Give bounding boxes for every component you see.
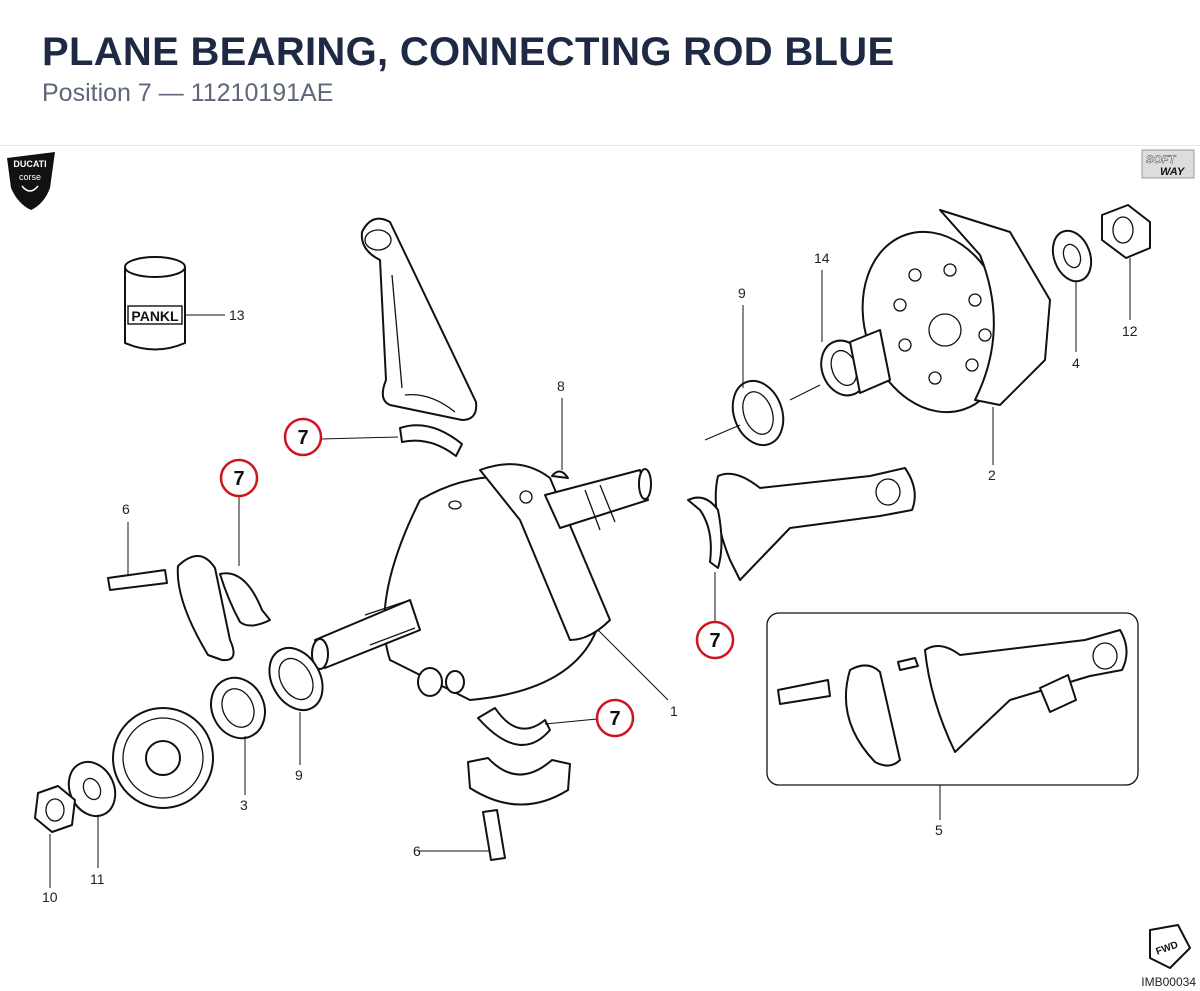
page-header: PLANE BEARING, CONNECTING ROD BLUE Posit… xyxy=(0,0,1200,146)
upper-connecting-rod xyxy=(360,217,478,421)
pos7-callout-b: 7 xyxy=(219,458,259,498)
logo-text-ducati: DUCATI xyxy=(13,159,46,169)
label-6a: 6 xyxy=(122,501,130,517)
part-8-key xyxy=(551,470,569,479)
svg-text:7: 7 xyxy=(233,468,244,490)
left-shaft-parts xyxy=(34,647,324,833)
pos7-callout-c: 7 xyxy=(695,620,735,660)
image-code: IMB00034 xyxy=(1141,975,1196,989)
left-bearing-cap xyxy=(107,555,271,662)
label-6b: 6 xyxy=(413,843,421,859)
lower-bearing-shell xyxy=(477,707,551,746)
logo-text-corse: corse xyxy=(19,172,41,182)
part-9-seal-right xyxy=(704,379,821,447)
right-connecting-rod xyxy=(714,467,916,581)
label-8: 8 xyxy=(557,378,565,394)
label-10: 10 xyxy=(42,889,58,905)
pos7-callout-a: 7 xyxy=(283,417,323,457)
fwd-arrow-icon: FWD xyxy=(1149,924,1191,969)
part-12-nut xyxy=(1101,204,1151,259)
label-4: 4 xyxy=(1072,355,1080,371)
upper-bearing-shell xyxy=(399,424,463,457)
label-12: 12 xyxy=(1122,323,1138,339)
label-9a: 9 xyxy=(738,285,746,301)
logo-text-way: WAY xyxy=(1160,166,1186,178)
ducati-corse-logo: DUCATI corse xyxy=(7,152,55,210)
part-number-labels: 13 8 6 6 9 9 14 2 4 12 1 3 11 10 5 xyxy=(42,250,1138,905)
softway-logo: SOFT WAY xyxy=(1141,149,1195,179)
part-2-flywheel xyxy=(861,209,1051,414)
label-14: 14 xyxy=(814,250,830,266)
label-13: 13 xyxy=(229,307,245,323)
part-13-brand-label: PANKL xyxy=(131,308,179,324)
part-14-bushing xyxy=(820,329,891,397)
svg-text:7: 7 xyxy=(609,708,620,730)
label-9b: 9 xyxy=(295,767,303,783)
page-subtitle: Position 7 — 11210191AE xyxy=(42,79,334,107)
part-13-container: PANKL xyxy=(124,256,225,351)
svg-text:7: 7 xyxy=(297,427,308,449)
logo-text-soft: SOFT xyxy=(1146,154,1177,166)
leader-lines xyxy=(49,258,1131,888)
part-5-detail-box xyxy=(766,612,1139,786)
svg-text:7: 7 xyxy=(709,630,720,652)
label-5: 5 xyxy=(935,822,943,838)
page-title: PLANE BEARING, CONNECTING ROD BLUE xyxy=(42,30,895,74)
right-bearing-shell xyxy=(687,496,723,569)
label-2: 2 xyxy=(988,467,996,483)
crankshaft xyxy=(311,463,652,701)
label-11: 11 xyxy=(90,871,105,887)
lower-bearing-cap xyxy=(467,757,571,861)
pos7-callout-d: 7 xyxy=(595,698,635,738)
label-3: 3 xyxy=(240,797,248,813)
part-4-washer xyxy=(1051,229,1093,283)
label-1: 1 xyxy=(670,703,678,719)
